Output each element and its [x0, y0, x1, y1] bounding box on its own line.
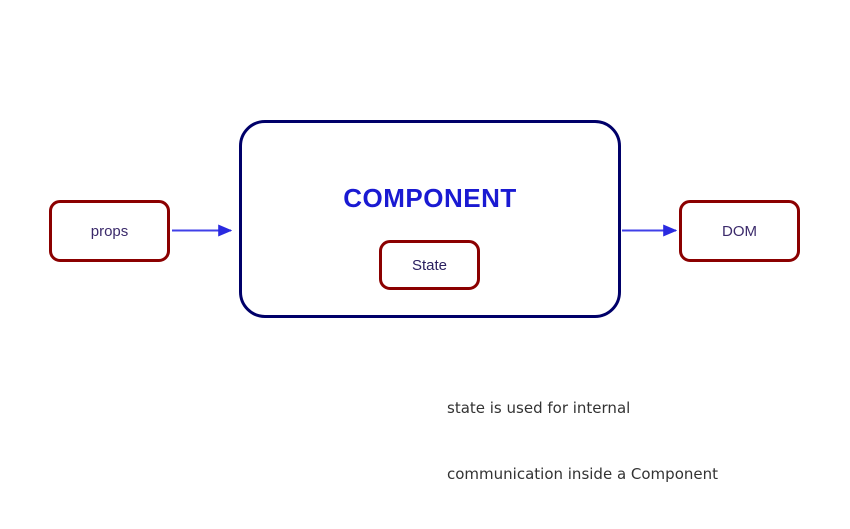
- state-node-label: State: [411, 256, 448, 274]
- state-node[interactable]: State: [379, 240, 480, 290]
- component-node-label: COMPONENT: [343, 183, 517, 213]
- dom-node-label: DOM: [722, 222, 757, 240]
- props-node-label: props: [90, 222, 129, 240]
- props-node[interactable]: props: [49, 200, 170, 262]
- diagram-canvas: COMPONENT State props DOM state is used …: [49, 120, 800, 483]
- caption-line-2: communication inside a Component: [447, 465, 718, 483]
- caption-line-1: state is used for internal: [447, 399, 631, 417]
- caption: state is used for internal communication…: [447, 353, 718, 529]
- dom-node[interactable]: DOM: [679, 200, 800, 262]
